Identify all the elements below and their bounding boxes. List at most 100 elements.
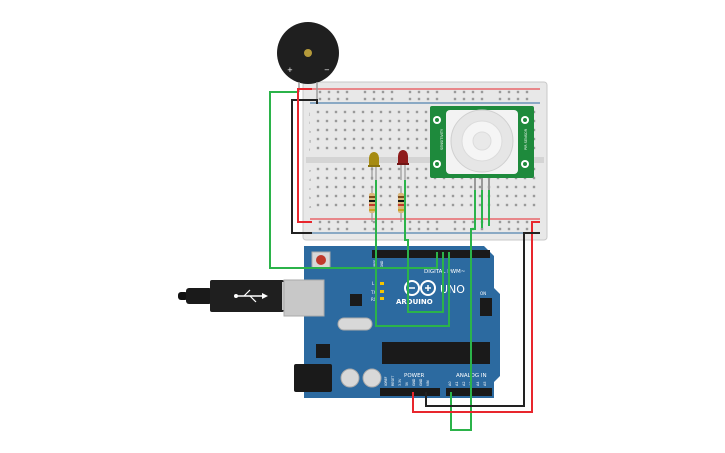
breadboard-hole[interactable]: [316, 194, 320, 198]
breadboard-hole[interactable]: [388, 203, 392, 207]
breadboard-hole[interactable]: [370, 119, 374, 123]
breadboard-hole[interactable]: [381, 227, 385, 231]
breadboard-hole[interactable]: [372, 97, 376, 101]
breadboard-hole[interactable]: [507, 227, 511, 231]
power-header[interactable]: [380, 388, 440, 396]
breadboard-hole[interactable]: [424, 128, 428, 132]
breadboard-hole[interactable]: [390, 90, 394, 94]
breadboard-hole[interactable]: [480, 227, 484, 231]
breadboard-hole[interactable]: [451, 203, 455, 207]
wire-led-red[interactable]: [404, 180, 444, 313]
breadboard-hole[interactable]: [498, 90, 502, 94]
breadboard-hole[interactable]: [379, 185, 383, 189]
breadboard-hole[interactable]: [334, 194, 338, 198]
breadboard-hole[interactable]: [388, 176, 392, 180]
breadboard-hole[interactable]: [406, 194, 410, 198]
breadboard-hole[interactable]: [388, 137, 392, 141]
breadboard-hole[interactable]: [417, 90, 421, 94]
breadboard-hole[interactable]: [498, 97, 502, 101]
breadboard-hole[interactable]: [408, 220, 412, 224]
breadboard-hole[interactable]: [334, 203, 338, 207]
breadboard-hole[interactable]: [469, 185, 473, 189]
breadboard-hole[interactable]: [336, 220, 340, 224]
breadboard-hole[interactable]: [316, 128, 320, 132]
breadboard-hole[interactable]: [478, 203, 482, 207]
digital-header[interactable]: [372, 250, 490, 258]
breadboard-hole[interactable]: [379, 146, 383, 150]
breadboard-hole[interactable]: [343, 119, 347, 123]
breadboard-hole[interactable]: [390, 220, 394, 224]
breadboard-hole[interactable]: [352, 203, 356, 207]
breadboard-hole[interactable]: [361, 194, 365, 198]
breadboard-hole[interactable]: [415, 119, 419, 123]
breadboard-hole[interactable]: [453, 220, 457, 224]
breadboard-hole[interactable]: [361, 110, 365, 114]
breadboard-hole[interactable]: [327, 227, 331, 231]
breadboard-hole[interactable]: [424, 146, 428, 150]
breadboard-hole[interactable]: [397, 128, 401, 132]
breadboard-hole[interactable]: [390, 97, 394, 101]
breadboard-hole[interactable]: [424, 203, 428, 207]
breadboard-hole[interactable]: [532, 176, 536, 180]
breadboard-hole[interactable]: [352, 176, 356, 180]
breadboard-hole[interactable]: [397, 110, 401, 114]
breadboard-hole[interactable]: [523, 194, 527, 198]
breadboard-hole[interactable]: [397, 137, 401, 141]
breadboard-hole[interactable]: [415, 128, 419, 132]
breadboard-hole[interactable]: [424, 176, 428, 180]
breadboard-hole[interactable]: [462, 227, 466, 231]
breadboard-hole[interactable]: [361, 167, 365, 171]
breadboard-hole[interactable]: [451, 194, 455, 198]
breadboard-hole[interactable]: [516, 227, 520, 231]
breadboard-hole[interactable]: [327, 90, 331, 94]
breadboard-hole[interactable]: [480, 97, 484, 101]
breadboard-hole[interactable]: [415, 185, 419, 189]
breadboard-hole[interactable]: [397, 119, 401, 123]
led-yellow[interactable]: [368, 152, 380, 180]
breadboard-hole[interactable]: [462, 90, 466, 94]
breadboard-hole[interactable]: [417, 97, 421, 101]
breadboard-hole[interactable]: [424, 110, 428, 114]
analog-header[interactable]: [446, 388, 492, 396]
breadboard-hole[interactable]: [343, 137, 347, 141]
breadboard-hole[interactable]: [532, 194, 536, 198]
breadboard-hole[interactable]: [532, 203, 536, 207]
breadboard-hole[interactable]: [462, 97, 466, 101]
breadboard-hole[interactable]: [388, 167, 392, 171]
breadboard-hole[interactable]: [496, 203, 500, 207]
breadboard-hole[interactable]: [343, 194, 347, 198]
breadboard-hole[interactable]: [343, 185, 347, 189]
breadboard-hole[interactable]: [370, 137, 374, 141]
breadboard-hole[interactable]: [433, 203, 437, 207]
wire-led-yellow[interactable]: [375, 180, 450, 327]
breadboard-hole[interactable]: [334, 176, 338, 180]
breadboard-hole[interactable]: [381, 97, 385, 101]
breadboard-hole[interactable]: [370, 110, 374, 114]
breadboard-hole[interactable]: [345, 97, 349, 101]
breadboard-hole[interactable]: [496, 194, 500, 198]
breadboard-hole[interactable]: [352, 137, 356, 141]
breadboard-hole[interactable]: [516, 97, 520, 101]
breadboard-hole[interactable]: [496, 185, 500, 189]
breadboard-hole[interactable]: [372, 227, 376, 231]
breadboard-hole[interactable]: [325, 137, 329, 141]
breadboard-hole[interactable]: [327, 220, 331, 224]
breadboard-hole[interactable]: [426, 227, 430, 231]
breadboard-hole[interactable]: [462, 220, 466, 224]
breadboard-hole[interactable]: [325, 203, 329, 207]
breadboard-hole[interactable]: [505, 203, 509, 207]
breadboard-hole[interactable]: [417, 220, 421, 224]
breadboard-hole[interactable]: [352, 167, 356, 171]
wire-buzzer-gnd[interactable]: [291, 99, 318, 234]
breadboard-hole[interactable]: [415, 167, 419, 171]
wire-buzzer-signal[interactable]: [269, 91, 438, 269]
breadboard-hole[interactable]: [523, 203, 527, 207]
breadboard-hole[interactable]: [516, 90, 520, 94]
breadboard-hole[interactable]: [379, 137, 383, 141]
breadboard-hole[interactable]: [516, 220, 520, 224]
breadboard-hole[interactable]: [372, 90, 376, 94]
breadboard-hole[interactable]: [361, 203, 365, 207]
breadboard-hole[interactable]: [316, 185, 320, 189]
breadboard-hole[interactable]: [316, 176, 320, 180]
breadboard-hole[interactable]: [325, 128, 329, 132]
